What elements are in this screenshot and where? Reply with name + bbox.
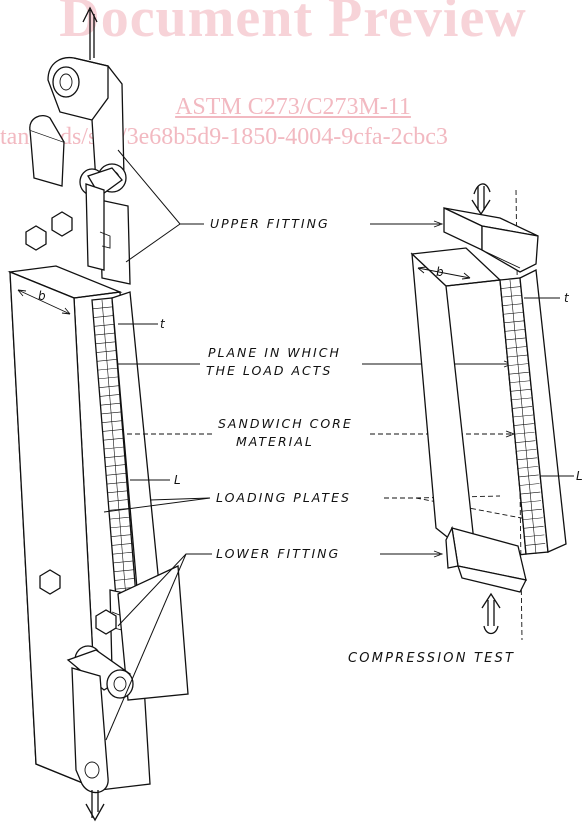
dim-t-left: t [160,317,166,331]
label-plane-line1: PLANE IN WHICH [208,345,341,360]
compression-core [499,277,549,555]
lower-load-arrow [85,790,105,822]
compression-lower-block [445,525,527,593]
dimension-L-right: L [540,469,583,483]
dimension-b-left: b [17,289,71,315]
watermark-url: tandards/sist/3e68b5d9-1850-4004-9cfa-2c… [0,124,448,150]
dim-L-left: L [174,473,181,487]
compression-fixture: b t L [410,183,583,641]
dimension-t-right: t [524,291,570,305]
label-loading-plates: LOADING PLATES [216,490,351,505]
dimension-t-left: t [118,317,166,331]
dim-b-right: b [436,265,444,279]
lower-fitting-assembly [39,565,189,794]
callout-lower-fitting: LOWER FITTING [105,546,444,741]
compression-bottom-arrow [481,592,501,635]
upper-clevis [29,56,127,197]
dim-t-right: t [564,291,570,305]
callout-plane: PLANE IN WHICH THE LOAD ACTS [118,345,514,378]
compression-rear-plate [519,269,567,553]
dim-L-right: L [576,469,583,483]
tension-fixture: b t L [7,6,189,822]
label-core-line1: SANDWICH CORE [218,416,353,431]
label-upper-fitting: UPPER FITTING [210,216,330,231]
watermark-title: Document Preview [59,0,527,49]
caption-compression-test: COMPRESSION TEST [348,651,515,666]
callout-core: SANDWICH CORE MATERIAL [124,416,516,449]
label-core-line2: MATERIAL [236,434,314,449]
dim-b-left: b [38,289,46,303]
upper-load-arrow [82,6,98,60]
label-plane-line2: THE LOAD ACTS [206,363,332,378]
dimension-b-right: b [417,265,471,280]
dimension-L-left: L [130,473,181,487]
label-lower-fitting: LOWER FITTING [216,546,340,561]
watermark-standard-link[interactable]: ASTM C273/C273M-11 [175,94,411,120]
compression-top-arrow [471,183,491,216]
callout-upper-fitting: UPPER FITTING [117,149,444,263]
upper-fitting-strap [25,183,131,285]
compression-upper-block [443,206,539,273]
